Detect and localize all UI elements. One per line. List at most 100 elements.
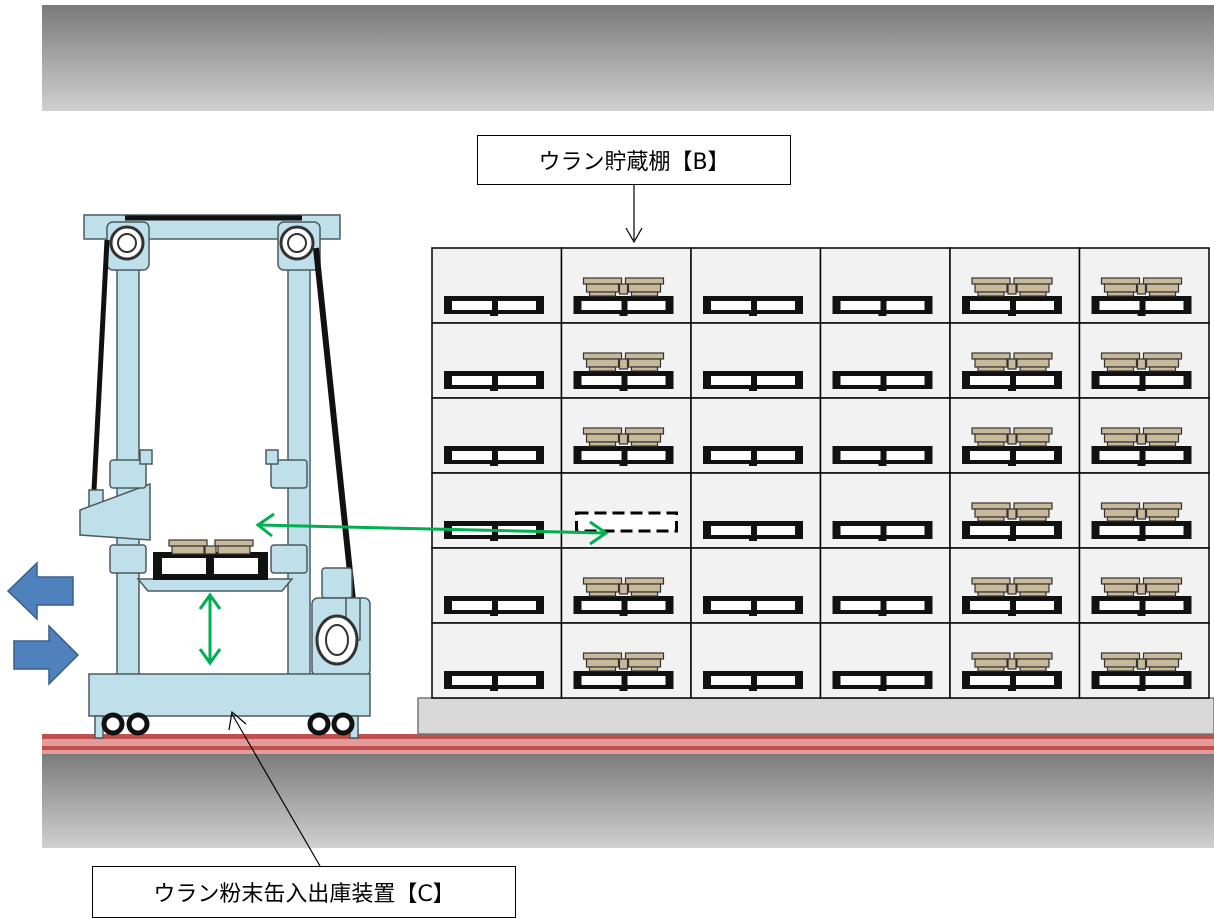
pallet	[703, 596, 803, 616]
rack-cell	[949, 622, 1081, 699]
rack-cell	[431, 472, 563, 549]
uranium-cans	[1100, 427, 1183, 447]
double-arrow-horizontal-icon	[255, 512, 609, 546]
uranium-cans	[971, 427, 1053, 447]
uranium-cans	[971, 277, 1053, 297]
storage-rack	[431, 247, 1210, 699]
pallet	[573, 596, 674, 616]
rack-cell	[819, 547, 951, 624]
pallet	[703, 521, 803, 541]
pallet	[703, 671, 803, 691]
pallet	[573, 296, 674, 316]
uranium-cans	[582, 577, 665, 597]
pallet	[444, 671, 544, 691]
wheels-icon	[101, 712, 355, 736]
rack-cell	[1078, 622, 1210, 699]
rack-cell	[1078, 322, 1210, 399]
empty-slot-dashed	[575, 511, 678, 533]
rack-cell	[819, 322, 951, 399]
rack-cell	[1078, 547, 1210, 624]
uranium-cans	[582, 427, 665, 447]
label-b-pointer	[625, 185, 643, 244]
uranium-cans	[971, 577, 1053, 597]
rack-cell	[431, 547, 563, 624]
pallet	[962, 446, 1062, 466]
rack-cell	[690, 547, 822, 624]
rack-cell	[949, 322, 1081, 399]
pallet	[832, 596, 933, 616]
rack-cell	[431, 622, 563, 699]
rack-cell	[560, 622, 692, 699]
transfer-device	[79, 214, 371, 739]
rack-cell	[690, 622, 822, 699]
rack-cell	[690, 322, 822, 399]
rack-cell	[1078, 397, 1210, 474]
arrow-left-icon	[6, 561, 74, 621]
pallet	[444, 296, 544, 316]
rack-cell	[431, 322, 563, 399]
pallet	[1091, 596, 1192, 616]
pallet	[1091, 521, 1192, 541]
pallet	[703, 296, 803, 316]
uranium-cans	[582, 352, 665, 372]
uranium-cans	[971, 502, 1053, 522]
pallet	[962, 296, 1062, 316]
rack-cell	[949, 397, 1081, 474]
belt-left	[91, 239, 110, 491]
rack-cell	[431, 397, 563, 474]
pallet	[444, 446, 544, 466]
double-arrow-vertical-icon	[198, 592, 222, 666]
pallet	[962, 371, 1062, 391]
rack-cell	[560, 397, 692, 474]
uranium-cans	[1100, 652, 1183, 672]
uranium-cans	[1100, 502, 1183, 522]
transfer-device-label: ウラン粉末缶入出庫装置【C】	[92, 866, 516, 918]
rack-cell	[819, 622, 951, 699]
rack-cell	[560, 322, 692, 399]
uranium-cans	[1100, 277, 1183, 297]
pallet	[962, 671, 1062, 691]
rack-cell	[1078, 472, 1210, 549]
uranium-cans	[1100, 577, 1183, 597]
rack-cell	[690, 472, 822, 549]
rack-cell	[819, 472, 951, 549]
rack-cell	[949, 472, 1081, 549]
pallet	[573, 446, 674, 466]
pallet	[444, 371, 544, 391]
rack-cell	[560, 547, 692, 624]
rack-cell	[949, 547, 1081, 624]
rack-cell	[560, 247, 692, 324]
floor	[42, 752, 1214, 848]
rack-cell	[949, 247, 1081, 324]
uranium-cans	[582, 652, 665, 672]
rack-base	[417, 697, 1214, 735]
floor-rail	[42, 734, 1214, 754]
uranium-cans	[1100, 352, 1183, 372]
uranium-cans	[582, 277, 665, 297]
pallet	[832, 371, 933, 391]
belt-right	[313, 247, 358, 621]
rack-cell	[819, 247, 951, 324]
arrow-right-icon	[13, 624, 80, 686]
pallet	[573, 671, 674, 691]
pallet	[573, 371, 674, 391]
pallet	[832, 296, 933, 316]
pallet	[703, 371, 803, 391]
pallet	[962, 596, 1062, 616]
pallet	[962, 521, 1062, 541]
rack-cell	[690, 247, 822, 324]
left-counterweight	[79, 482, 151, 541]
pallet	[1091, 671, 1192, 691]
pallet	[1091, 296, 1192, 316]
rack-cell	[431, 247, 563, 324]
pallet	[444, 596, 544, 616]
lift-tray	[136, 578, 294, 592]
pallet	[1091, 371, 1192, 391]
pallet	[1091, 446, 1192, 466]
storage-rack-label: ウラン貯蔵棚【B】	[477, 135, 791, 185]
rack-cell	[1078, 247, 1210, 324]
tray-cans	[168, 539, 254, 555]
uranium-cans	[971, 352, 1053, 372]
uranium-cans	[971, 652, 1053, 672]
